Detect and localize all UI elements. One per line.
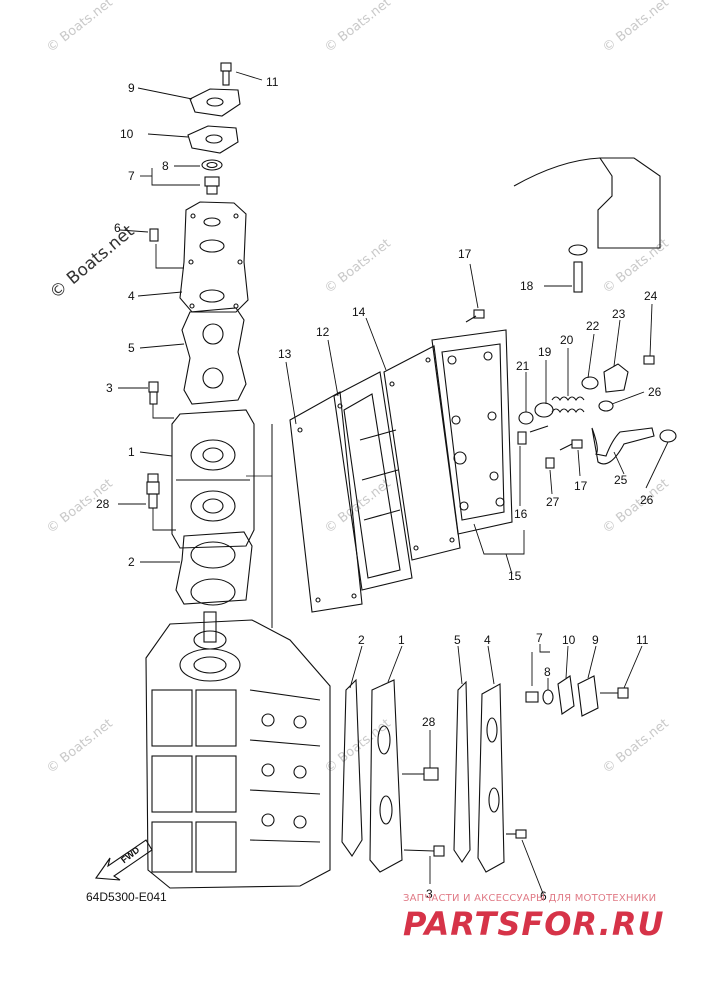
callout-16: 16 xyxy=(514,507,528,521)
engine-block xyxy=(145,611,331,889)
callout-20: 20 xyxy=(560,333,574,347)
callout-6: 6 xyxy=(114,221,121,235)
lr-bolt-3 xyxy=(403,845,445,857)
part-12-plate xyxy=(333,371,413,591)
lr-bolt-6 xyxy=(506,829,527,839)
hose-25 xyxy=(591,427,655,465)
lr-plug-28 xyxy=(402,767,439,781)
callout-lr-2: 2 xyxy=(358,633,365,647)
bracket-line xyxy=(513,157,601,187)
callout-19: 19 xyxy=(538,345,552,359)
callout-9: 9 xyxy=(128,81,135,95)
lr-head-1 xyxy=(369,679,403,873)
callout-7: 7 xyxy=(128,169,135,183)
callout-21: 21 xyxy=(516,359,530,373)
lr-gasket-10 xyxy=(557,675,575,715)
callout-lr-3: 3 xyxy=(426,887,433,901)
callout-23: 23 xyxy=(612,307,626,321)
callout-lr-28: 28 xyxy=(422,715,436,729)
spark-plug-28 xyxy=(146,473,160,509)
diagram-code: 64D5300-E041 xyxy=(86,890,167,904)
callout-10: 10 xyxy=(120,127,134,141)
part-13-gasket xyxy=(289,391,363,613)
callout-lr-10: 10 xyxy=(562,633,576,647)
valve-19 xyxy=(534,402,554,418)
callout-lr-7: 7 xyxy=(536,631,543,645)
part-16-fitting xyxy=(517,431,527,445)
part-2-gasket xyxy=(175,531,253,606)
plug-6 xyxy=(149,228,159,242)
callout-lr-9: 9 xyxy=(592,633,599,647)
callout-13: 13 xyxy=(278,347,292,361)
callout-lr-5: 5 xyxy=(454,633,461,647)
lr-seal-8 xyxy=(542,689,554,705)
callout-14: 14 xyxy=(352,305,366,319)
housing-23 xyxy=(603,363,629,393)
callout-17a: 17 xyxy=(458,247,472,261)
callout-12: 12 xyxy=(316,325,330,339)
plug-3 xyxy=(148,381,159,405)
callout-22: 22 xyxy=(586,319,600,333)
callout-lr-11: 11 xyxy=(636,633,649,647)
bolt-17b xyxy=(559,439,583,451)
clamp-26b xyxy=(659,429,677,443)
callout-8: 8 xyxy=(162,159,169,173)
callout-3: 3 xyxy=(106,381,113,395)
part-27 xyxy=(545,457,555,469)
seal-21 xyxy=(518,411,534,425)
tube-18 xyxy=(573,261,583,293)
valve-7 xyxy=(204,176,220,195)
lr-valve-7 xyxy=(525,691,539,703)
callout-lr-6: 6 xyxy=(540,889,547,903)
callout-lr-8: 8 xyxy=(544,665,551,679)
callout-5: 5 xyxy=(128,341,135,355)
part-14-gasket xyxy=(383,345,461,561)
fwd-arrow xyxy=(95,839,153,881)
bolt-24 xyxy=(643,355,655,365)
callout-25: 25 xyxy=(614,473,628,487)
callout-18: 18 xyxy=(520,279,534,293)
bolt-11 xyxy=(220,62,232,86)
lr-gasket-2 xyxy=(341,678,363,857)
callout-lr-1: 1 xyxy=(398,633,405,647)
callout-11: 11 xyxy=(266,75,279,89)
callout-2: 2 xyxy=(128,555,135,569)
lr-bolt-11 xyxy=(600,687,629,699)
part-5-gasket xyxy=(181,307,247,405)
gasket-22 xyxy=(581,376,599,390)
bolt-17a xyxy=(465,309,485,323)
callout-1: 1 xyxy=(128,445,135,459)
lr-cover-4 xyxy=(477,683,505,873)
callout-26b: 26 xyxy=(640,493,654,507)
callout-lr-4: 4 xyxy=(484,633,491,647)
part-10-gasket xyxy=(187,125,239,154)
callout-28: 28 xyxy=(96,497,110,511)
spring-20 xyxy=(551,408,585,413)
bracket xyxy=(597,157,661,249)
callout-4: 4 xyxy=(128,289,135,303)
lr-gasket-5 xyxy=(453,680,471,863)
clamp-26a xyxy=(598,400,614,412)
part-9-cover xyxy=(189,88,241,117)
brand-subtitle: ЗАПЧАСТИ И АКСЕССУАРЫ ДЛЯ МОТОТЕХНИКИ xyxy=(403,893,657,904)
callout-24: 24 xyxy=(644,289,658,303)
part-1-head xyxy=(171,409,255,549)
part-15-cover xyxy=(431,329,513,535)
seal-8 xyxy=(201,159,223,171)
lr-cover-9 xyxy=(577,675,599,717)
callout-27: 27 xyxy=(546,495,560,509)
callout-26a: 26 xyxy=(648,385,662,399)
callout-17b: 17 xyxy=(574,479,588,493)
callout-15: 15 xyxy=(508,569,522,583)
part-4-cover xyxy=(179,201,249,313)
brand-logo: PARTSFOR.RU xyxy=(403,905,665,943)
